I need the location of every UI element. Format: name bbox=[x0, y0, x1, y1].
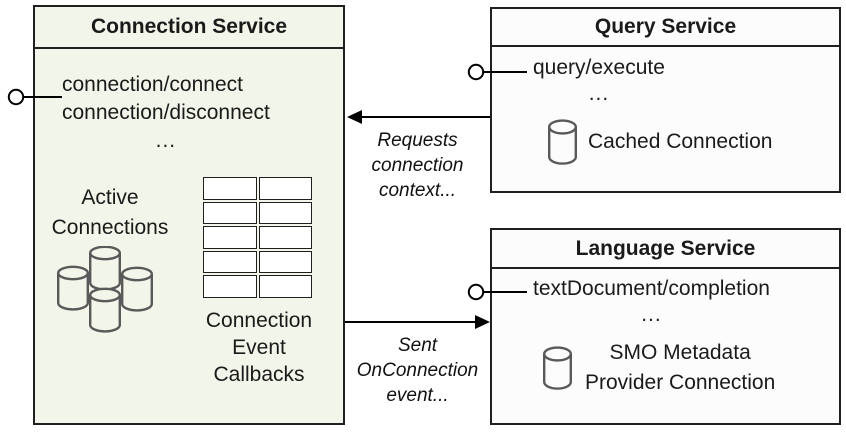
method-query-execute: query/execute bbox=[533, 56, 665, 79]
method-connection-connect: connection/connect bbox=[62, 73, 243, 96]
query-service-box: Query Service query/execute ... Cached C… bbox=[490, 7, 841, 193]
database-cluster-icon bbox=[57, 246, 153, 333]
smo-metadata-provider-label: SMO Metadata Provider Connection bbox=[585, 341, 776, 394]
query-service-header: Query Service bbox=[492, 9, 839, 47]
language-service-box: Language Service textDocument/completion… bbox=[490, 228, 841, 425]
language-service-methods: textDocument/completion ... bbox=[533, 276, 770, 328]
database-icon bbox=[542, 346, 573, 390]
language-service-title: Language Service bbox=[575, 236, 756, 260]
callbacks-table-icon bbox=[203, 177, 312, 298]
requests-context-arrow bbox=[347, 110, 490, 124]
database-icon bbox=[547, 119, 578, 165]
onconnection-event-arrow bbox=[345, 315, 490, 329]
method-connection-disconnect: connection/disconnect bbox=[62, 101, 270, 124]
query-service-methods: query/execute ... bbox=[533, 55, 665, 107]
sent-onconnection-annotation: Sent OnConnection event... bbox=[356, 335, 479, 406]
language-methods-ellipsis: ... bbox=[641, 303, 662, 326]
language-service-header: Language Service bbox=[492, 230, 839, 269]
connection-service-methods: connection/connect connection/disconnect… bbox=[62, 71, 270, 155]
connection-service-box: Connection Service connection/connect co… bbox=[33, 5, 345, 425]
active-connections-label: Active Connections bbox=[51, 186, 169, 239]
requests-context-annotation: Requests connection context... bbox=[371, 130, 464, 201]
connection-methods-ellipsis: ... bbox=[155, 129, 177, 152]
cached-connection-label: Cached Connection bbox=[588, 130, 773, 153]
connection-service-header: Connection Service bbox=[35, 7, 343, 49]
query-service-title: Query Service bbox=[594, 15, 737, 38]
query-methods-ellipsis: ... bbox=[588, 82, 610, 105]
smo-metadata-item: SMO Metadata Provider Connection bbox=[542, 338, 775, 398]
method-textdocument-completion: textDocument/completion bbox=[533, 277, 770, 300]
cached-connection-item: Cached Connection bbox=[547, 119, 772, 165]
connection-service-title: Connection Service bbox=[90, 15, 288, 38]
connection-event-callbacks-label: Connection Event Callbacks bbox=[205, 309, 313, 386]
